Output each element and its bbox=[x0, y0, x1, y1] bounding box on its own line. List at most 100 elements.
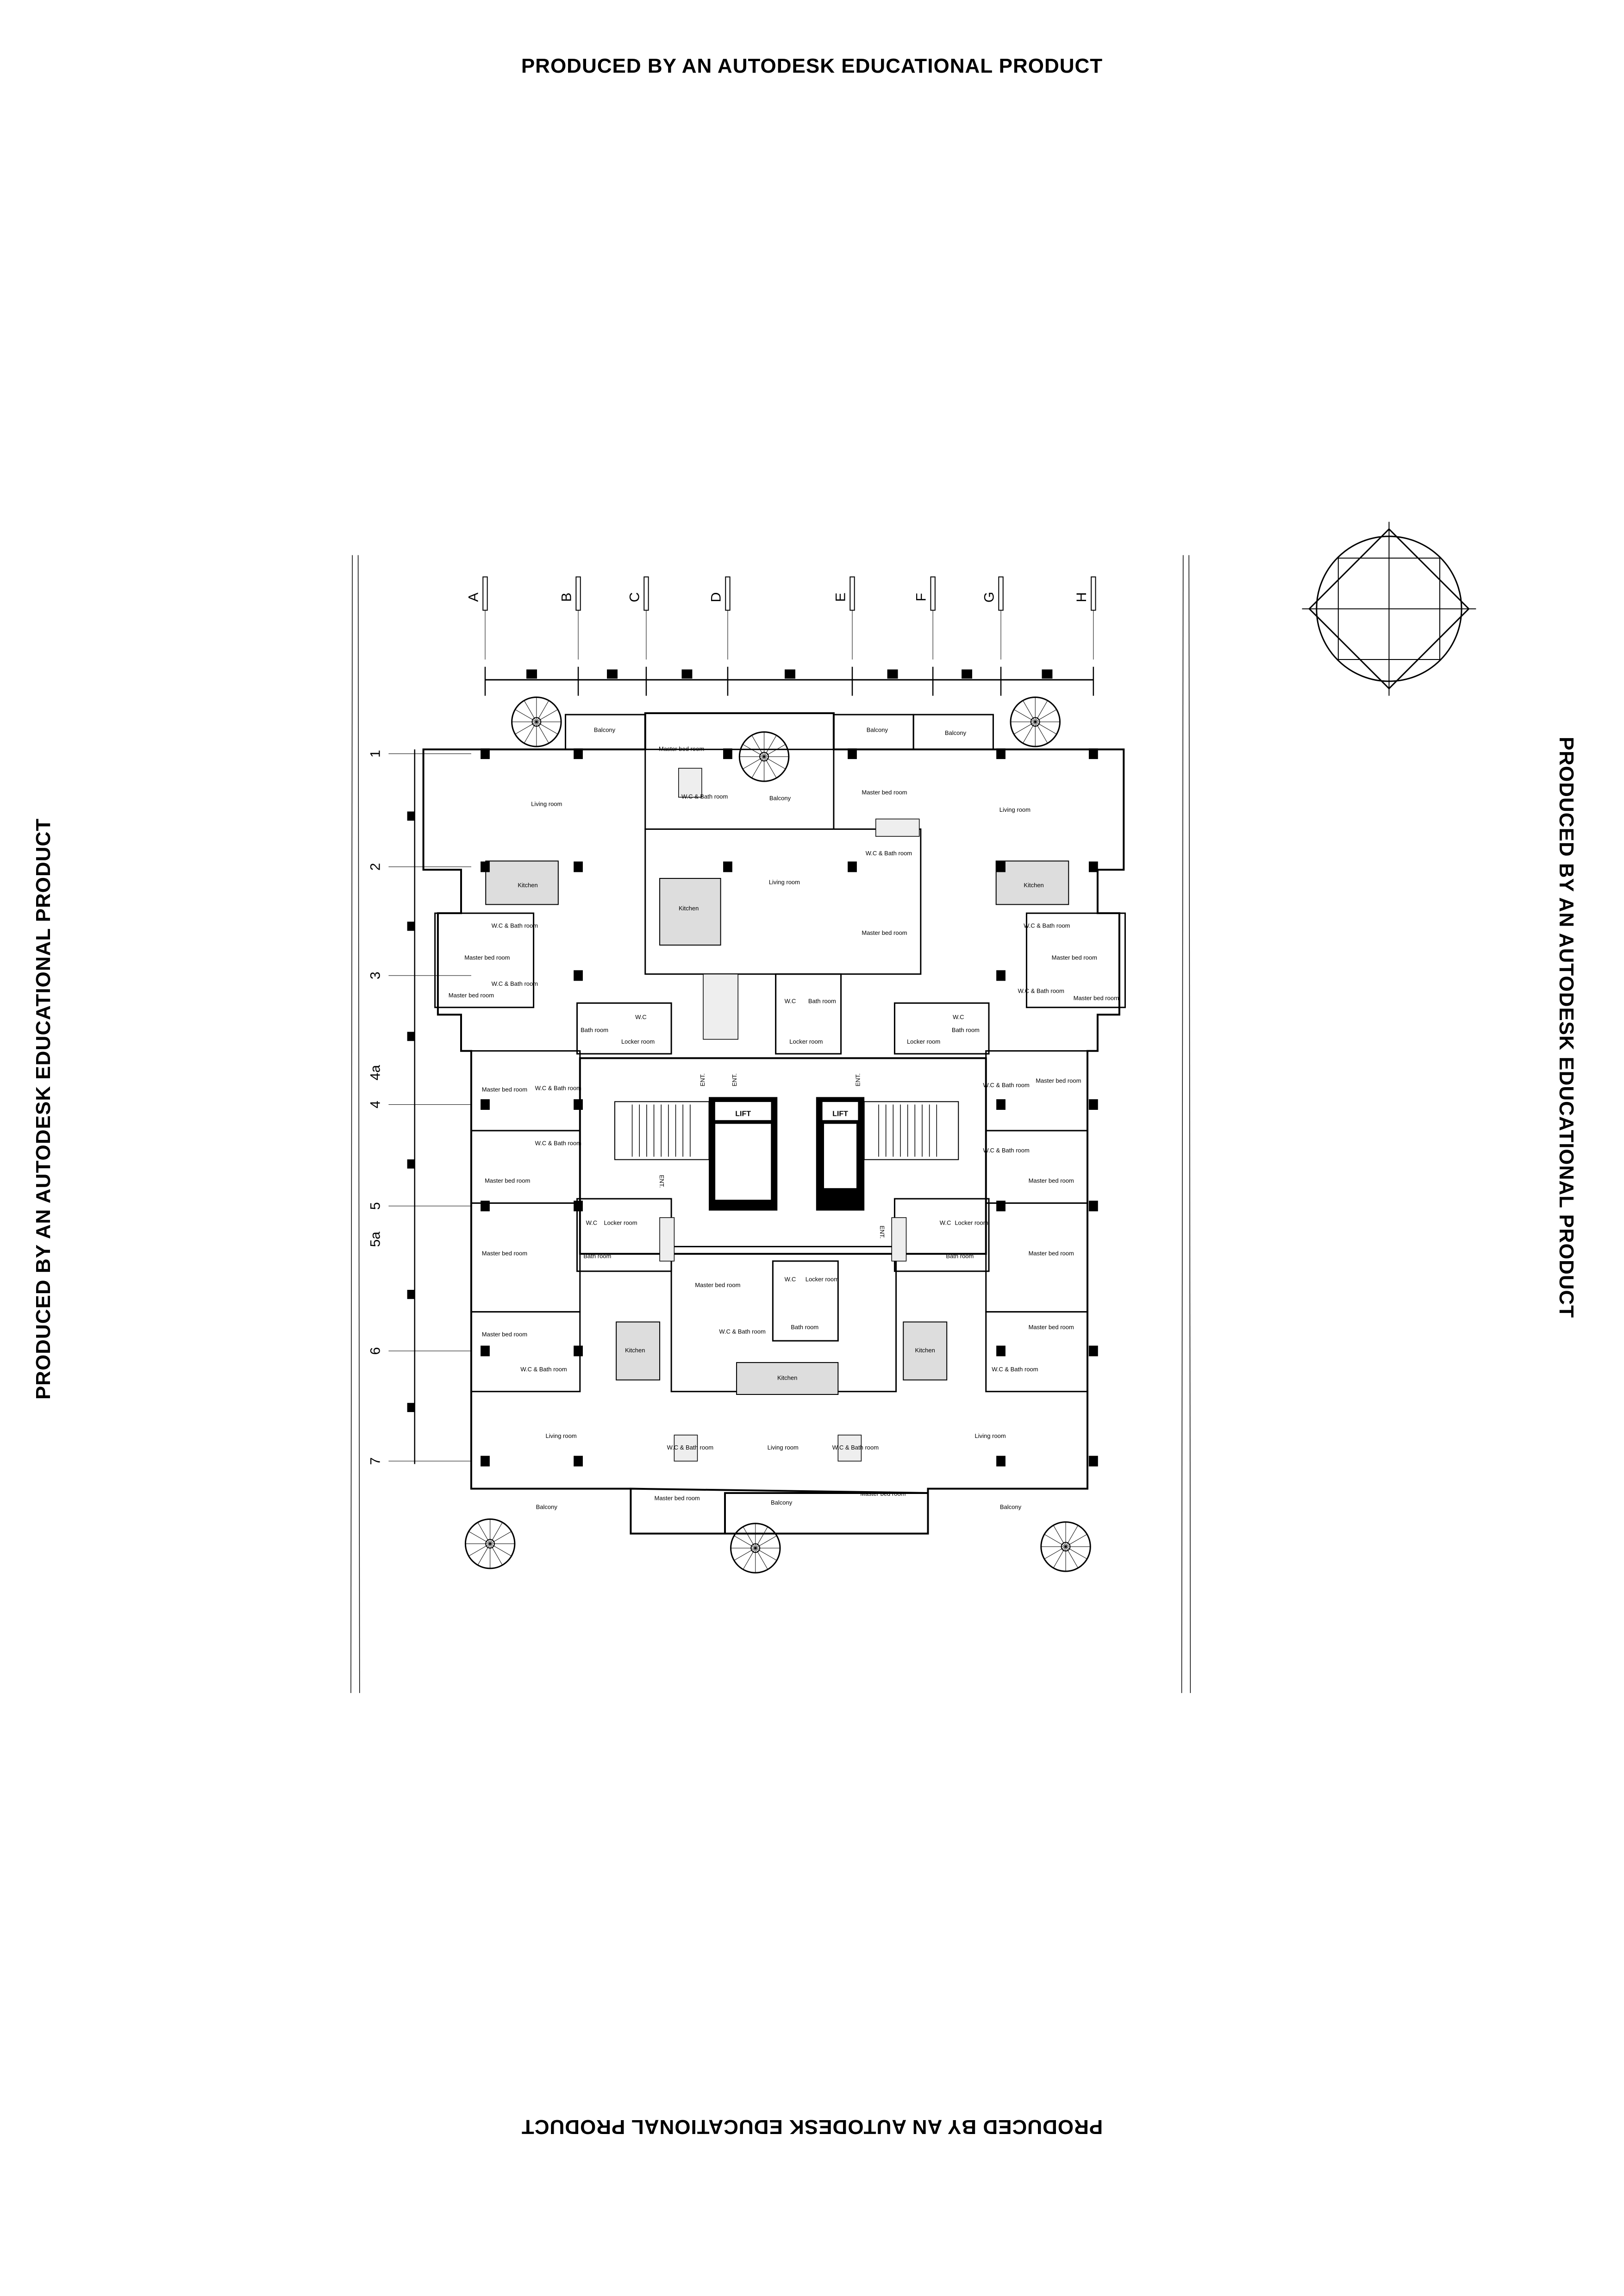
room-label-living-room: Living room bbox=[768, 1444, 799, 1451]
spiral-tread bbox=[524, 722, 537, 744]
entrance-label: ENT. bbox=[854, 1073, 861, 1086]
watermark-top: PRODUCED BY AN AUTODESK EDUCATIONAL PROD… bbox=[521, 55, 1103, 77]
spiral-tread bbox=[490, 1522, 503, 1544]
spiral-tread bbox=[755, 1535, 777, 1549]
dimension-marker bbox=[681, 669, 693, 679]
room-label-kitchen: Kitchen bbox=[915, 1347, 935, 1354]
lift-label: LIFT bbox=[735, 1110, 751, 1118]
spiral-tread bbox=[755, 1548, 777, 1561]
spiral-tread bbox=[1035, 722, 1057, 734]
room-label-master-bed-room: Master bed room bbox=[655, 1495, 700, 1502]
room-label-balcony: Balcony bbox=[536, 1503, 558, 1510]
room-label-living-room: Living room bbox=[531, 800, 562, 807]
grid-bubble bbox=[930, 576, 936, 611]
grid-label-C: C bbox=[627, 592, 642, 603]
room-label-balcony: Balcony bbox=[769, 795, 791, 802]
grid-label-G: G bbox=[981, 592, 997, 603]
spiral-tread bbox=[468, 1543, 490, 1556]
room-label-balcony: Balcony bbox=[594, 727, 616, 734]
room-label-master-bed-room: Master bed room bbox=[1029, 1177, 1074, 1184]
stair-steps bbox=[703, 973, 738, 1040]
room-label-w-c-bath-room: W.C & Bath room bbox=[520, 1366, 567, 1373]
spiral-tread bbox=[536, 700, 549, 722]
spiral-tread bbox=[1023, 722, 1036, 744]
balcony-wall bbox=[912, 714, 994, 750]
room-label-locker-room: Locker room bbox=[621, 1038, 655, 1045]
wall bbox=[893, 1002, 990, 1055]
room-label-bath-room: Bath room bbox=[952, 1027, 980, 1033]
grid-label-5a: 5a bbox=[368, 1232, 383, 1247]
column bbox=[481, 748, 490, 759]
spiral-tread bbox=[477, 1522, 491, 1544]
column bbox=[1088, 748, 1098, 759]
wall bbox=[470, 1202, 581, 1313]
north-compass-icon bbox=[1302, 522, 1476, 696]
grid-label-A: A bbox=[466, 592, 481, 602]
room-label-bath-room: Bath room bbox=[808, 997, 836, 1004]
room-label-w-c-bath-room: W.C & Bath room bbox=[992, 1366, 1038, 1373]
kitchen-counter bbox=[485, 860, 559, 905]
room-label-locker-room: Locker room bbox=[789, 1038, 823, 1045]
spiral-stairs bbox=[464, 696, 1091, 1574]
balcony-wall bbox=[564, 714, 646, 750]
grid-label-H: H bbox=[1074, 592, 1089, 603]
lift-label: LIFT bbox=[832, 1110, 848, 1118]
kitchen-counter bbox=[736, 1362, 839, 1395]
spiral-tread bbox=[490, 1543, 503, 1565]
site-line bbox=[1188, 555, 1191, 1693]
room-label-bath-room: Bath room bbox=[791, 1324, 818, 1331]
grid-bubble bbox=[849, 576, 855, 611]
column bbox=[723, 748, 732, 759]
room-label-locker-room: Locker room bbox=[806, 1276, 839, 1283]
spiral-tread bbox=[1035, 700, 1048, 722]
room-label-living-room: Living room bbox=[769, 879, 800, 886]
column bbox=[996, 970, 1006, 981]
room-label-w-c: W.C bbox=[940, 1220, 951, 1226]
grid-bubble bbox=[575, 576, 581, 611]
column bbox=[1088, 1456, 1098, 1467]
column bbox=[1088, 1201, 1098, 1212]
room-label-master-bed-room: Master bed room bbox=[482, 1331, 527, 1338]
room-label-master-bed-room: Master bed room bbox=[464, 954, 510, 961]
grid-label-2: 2 bbox=[368, 863, 383, 871]
wall bbox=[775, 973, 842, 1055]
grid-bubble bbox=[482, 576, 488, 611]
spiral-tread bbox=[490, 1543, 512, 1556]
room-label-w-c-bath-room: W.C & Bath room bbox=[681, 793, 728, 800]
grid-bubble bbox=[1091, 576, 1096, 611]
grid-label-3: 3 bbox=[368, 971, 383, 979]
site-line bbox=[357, 555, 360, 1693]
dimension-marker bbox=[526, 669, 537, 679]
room-label-w-c-bath-room: W.C & Bath room bbox=[983, 1147, 1029, 1154]
lift-label-box bbox=[822, 1101, 859, 1121]
structural-columns bbox=[481, 748, 1098, 1467]
kitchen-counter bbox=[995, 860, 1069, 905]
spiral-tread bbox=[536, 722, 549, 744]
spiral-tread bbox=[1035, 722, 1048, 744]
lift-label-box bbox=[714, 1101, 772, 1121]
spiral-tread bbox=[743, 744, 764, 757]
room-label-kitchen: Kitchen bbox=[625, 1347, 645, 1354]
room-label-master-bed-room: Master bed room bbox=[1029, 1324, 1074, 1331]
dimension-marker bbox=[407, 1032, 415, 1041]
column bbox=[1088, 1099, 1098, 1110]
column bbox=[574, 1456, 583, 1467]
room-label-w-c-bath-room: W.C & Bath room bbox=[535, 1084, 581, 1091]
column bbox=[996, 1099, 1006, 1110]
column bbox=[481, 1345, 490, 1356]
stair-steps bbox=[891, 1217, 907, 1262]
kitchen-counter bbox=[659, 877, 721, 946]
site-line bbox=[350, 555, 353, 1693]
room-label-master-bed-room: Master bed room bbox=[695, 1282, 740, 1288]
spiral-tread bbox=[1065, 1534, 1087, 1547]
room-label-locker-room: Locker room bbox=[955, 1220, 988, 1226]
wall bbox=[1025, 912, 1126, 1008]
room-label-kitchen: Kitchen bbox=[1024, 882, 1043, 889]
dimension-marker bbox=[407, 1289, 415, 1299]
room-label-w-c-bath-room: W.C & Bath room bbox=[1024, 922, 1070, 929]
stair-steps bbox=[678, 768, 702, 798]
room-label-w-c-bath-room: W.C & Bath room bbox=[719, 1328, 765, 1335]
room-label-master-bed-room: Master bed room bbox=[449, 992, 494, 999]
spiral-tread bbox=[755, 1548, 768, 1570]
